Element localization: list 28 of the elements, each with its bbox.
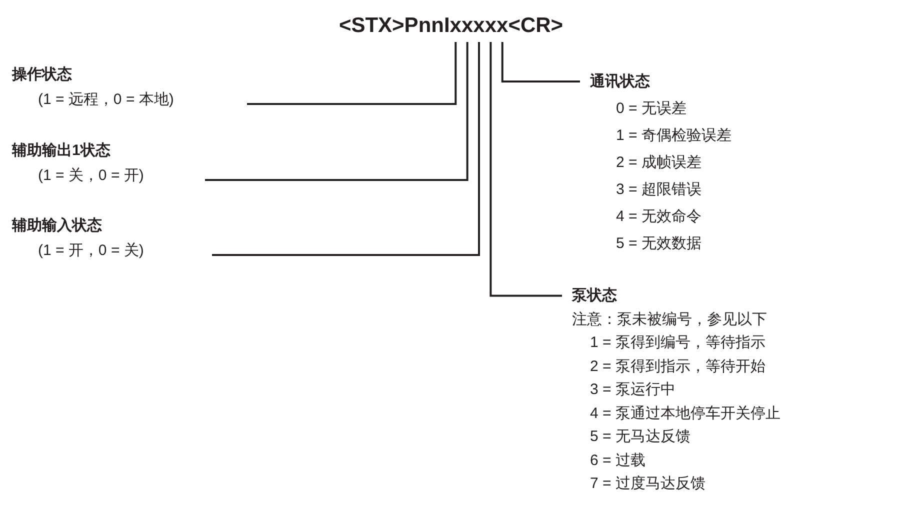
status-code-line: 5 = 无效数据 <box>616 234 702 254</box>
leader-line <box>205 42 468 181</box>
status-code-line: 4 = 无效命令 <box>616 207 702 227</box>
status-code-line: 7 = 过度马达反馈 <box>590 474 706 494</box>
status-code-line: 2 = 成帧误差 <box>616 153 702 173</box>
status-description: (1 = 开，0 = 关) <box>38 241 145 261</box>
status-description: (1 = 关，0 = 开) <box>38 166 145 186</box>
status-heading: 泵状态 <box>570 286 618 306</box>
status-code-line: 1 = 奇偶检验误差 <box>616 126 732 146</box>
status-heading: 通讯状态 <box>589 72 651 92</box>
status-code-line: 2 = 泵得到指示，等待开始 <box>590 356 766 376</box>
status-code-line: 6 = 过载 <box>590 450 646 470</box>
status-description: (1 = 远程，0 = 本地) <box>38 90 175 110</box>
status-code-line: 3 = 超限错误 <box>616 180 702 200</box>
message-format: <STX>PnnIxxxxx<CR> <box>338 14 564 38</box>
status-heading: 操作状态 <box>12 65 72 85</box>
leader-line <box>247 42 457 105</box>
status-code-line: 1 = 泵得到编号，等待指示 <box>590 333 766 353</box>
status-heading: 辅助输出1状态 <box>12 141 110 161</box>
leader-line <box>501 42 580 82</box>
leader-line <box>490 42 562 297</box>
status-code-line: 5 = 无马达反馈 <box>590 427 690 447</box>
status-code-line: 3 = 泵运行中 <box>590 380 676 400</box>
status-code-line: 注意：泵未被编号，参见以下 <box>572 310 767 330</box>
leader-line <box>212 42 480 256</box>
status-code-line: 0 = 无误差 <box>616 99 686 119</box>
status-heading: 辅助输入状态 <box>12 216 102 236</box>
status-code-line: 4 = 泵通过本地停车开关停止 <box>590 404 780 424</box>
